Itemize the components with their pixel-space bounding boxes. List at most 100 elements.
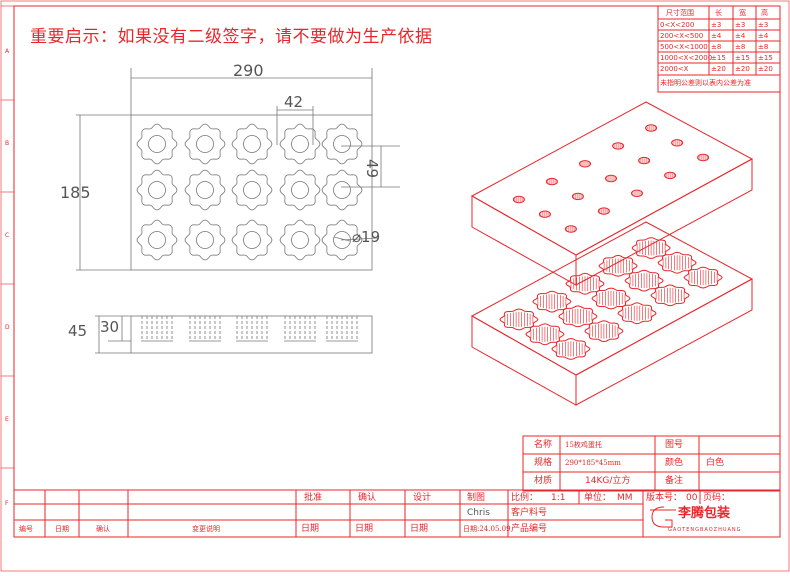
rev-confirm-label: 确认	[96, 525, 110, 533]
egg-cup-outline	[321, 219, 363, 261]
confirm-label: 确认	[358, 493, 377, 503]
isometric-tray	[470, 221, 754, 406]
dim-row-pitch: 49	[363, 159, 381, 179]
scale-value: 1:1	[551, 493, 566, 503]
draw-label: 制图	[467, 493, 486, 503]
egg-cup-outline	[136, 123, 178, 165]
tray-cup	[650, 284, 690, 307]
scale-label: 比例：	[511, 493, 539, 503]
spec-label: 规格	[534, 458, 553, 468]
dim-diameter: ⌀19	[352, 228, 381, 246]
border-letter-b: B	[5, 140, 10, 147]
egg-cup-outline	[184, 169, 226, 211]
tol-cell: 0<X<200	[660, 21, 695, 29]
tol-cell: ±20	[735, 65, 750, 73]
rev-desc-label: 变更说明	[192, 525, 220, 533]
name-label: 名称	[534, 440, 553, 450]
tray-cup	[584, 320, 624, 343]
logo-pinyin: GAOTENGBAOZHUANG	[668, 527, 742, 533]
tol-cell: ±15	[711, 54, 726, 62]
version-label: 版本号：	[646, 493, 683, 503]
lid-hole	[631, 189, 643, 198]
border-letter-a: A	[5, 48, 10, 55]
lid-hole	[545, 177, 558, 186]
material-value: 14KG/立方	[585, 476, 631, 486]
egg-cup-outline	[136, 169, 178, 211]
dim-total-height: 45	[68, 322, 88, 340]
egg-cup-hole	[333, 135, 351, 153]
inner-frame	[13, 5, 781, 538]
tol-cell: ±3	[735, 21, 746, 29]
dim-pitch: 42	[284, 93, 304, 111]
remark-label: 备注	[665, 476, 684, 486]
lid-hole	[571, 192, 584, 201]
top-view-outline	[130, 114, 373, 271]
tray-cup	[624, 269, 664, 292]
tol-header-range: 尺寸范围	[666, 9, 694, 17]
egg-cup-outline	[184, 123, 226, 165]
tol-cell: ±4	[735, 32, 746, 40]
lid-hole	[564, 225, 577, 233]
egg-cup-outline	[231, 219, 273, 261]
tol-cell: ±3	[711, 21, 722, 29]
egg-cup-outline	[321, 123, 363, 165]
product-no-label: 产品编号	[511, 524, 548, 534]
egg-cup-hole	[196, 135, 214, 153]
tolerance-table	[657, 5, 781, 93]
rev-date-label: 日期	[55, 525, 69, 533]
egg-cup-hole	[196, 231, 214, 249]
warning-text: 重要启示：如果没有二级签字，请不要做为生产依据	[30, 27, 433, 47]
tray-cup	[525, 323, 565, 346]
tol-cell: 500<X<1000	[660, 43, 708, 51]
color-value: 白色	[706, 458, 725, 468]
color-label: 颜色	[665, 458, 684, 468]
lid-hole	[579, 160, 591, 168]
spec-value: 290*185*45mm	[565, 459, 621, 467]
tray-cup	[558, 305, 598, 328]
egg-cup-hole	[333, 181, 351, 199]
logo-mark	[650, 506, 676, 528]
title-block	[14, 435, 781, 537]
egg-cup-hole	[243, 181, 261, 199]
tol-cell: ±8	[711, 43, 722, 51]
version-value: 00	[686, 493, 698, 503]
tol-cell: ±20	[711, 65, 726, 73]
tol-cell: ±4	[711, 32, 722, 40]
tray-cup	[657, 251, 697, 274]
border-letter-f: F	[5, 500, 9, 507]
page-label: 页码：	[703, 493, 731, 503]
lid-hole	[512, 195, 525, 204]
tol-cell: ±4	[758, 32, 769, 40]
egg-cup-outline	[279, 123, 321, 165]
tol-note: 未指明公差则以表内公差为准	[660, 79, 751, 87]
design-date-label: 日期	[410, 524, 429, 534]
egg-cup-outline	[231, 123, 273, 165]
lid-hole	[638, 156, 651, 165]
tray-cup	[551, 337, 591, 360]
tol-cell: ±15	[758, 54, 773, 62]
lid-hole	[645, 124, 658, 132]
approve-date-label: 日期	[301, 524, 320, 534]
tray-cup	[617, 302, 657, 325]
tol-cell: 1000<X<2000	[660, 54, 713, 62]
egg-cup-hole	[291, 135, 309, 153]
name-value: 15枚鸡蛋托	[565, 441, 602, 449]
tol-cell: 200<X<500	[660, 32, 704, 40]
unit-label: 单位：	[584, 493, 612, 503]
drafter-name: Chris	[467, 508, 490, 518]
side-view	[95, 315, 373, 354]
dim-width: 290	[233, 61, 264, 80]
top-view	[76, 68, 400, 271]
tol-cell: 2000<X	[660, 65, 689, 73]
dim-cavity-depth: 30	[100, 318, 120, 336]
tray-cup	[598, 254, 638, 277]
egg-cup-hole	[243, 135, 261, 153]
egg-cup-outline	[321, 169, 363, 211]
egg-cup-hole	[148, 231, 166, 249]
logo-name: 李腾包装	[678, 506, 731, 521]
egg-cup-hole	[291, 231, 309, 249]
egg-cup-outline	[279, 219, 321, 261]
